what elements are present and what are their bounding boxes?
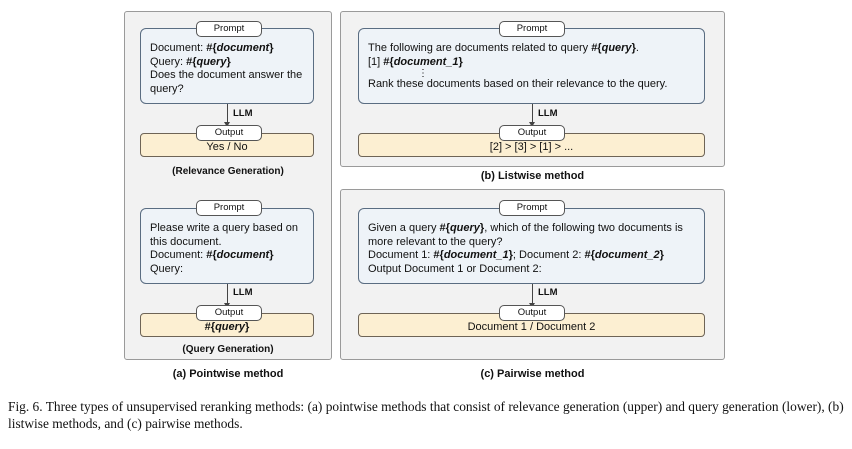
listwise-prompt-box: The following are documents related to q… [358, 28, 705, 104]
prompt-line: Output Document 1 or Document 2: [368, 263, 696, 277]
prompt-line: Query: [150, 263, 305, 277]
prompt-segment: #{ [383, 55, 394, 68]
prompt-segment: Does the document answer the [150, 69, 303, 81]
prompt-segment: #{ [433, 249, 444, 261]
prompt-segment: query [601, 42, 632, 54]
prompt-segment: query [449, 222, 480, 234]
prompt-segment: #{ [206, 42, 217, 54]
llm-label: LLM [538, 108, 558, 119]
prompt-segment: #{ [206, 249, 217, 261]
prompt-tag: Prompt [196, 200, 262, 216]
prompt-segment: Rank these documents based on their rele… [368, 78, 668, 90]
prompt-line: Document: #{document} [150, 249, 305, 263]
llm-label: LLM [233, 108, 253, 119]
prompt-segment: } [269, 42, 274, 54]
prompt-segment: Output Document 1 or Document 2: [368, 262, 542, 275]
relevance-generation-label: (Relevance Generation) [172, 166, 284, 177]
prompt-segment: [1] [368, 55, 384, 68]
prompt-segment: } [269, 249, 274, 261]
prompt-line: Query: #{query} [150, 56, 305, 70]
prompt-line: Please write a query based on [150, 222, 305, 236]
llm-arrow [224, 284, 230, 308]
prompt-line: this document. [150, 236, 305, 250]
output-tag: Output [499, 125, 565, 141]
prompt-segment: #{ [584, 249, 595, 261]
prompt-line: [1] #{document_1} [368, 56, 696, 70]
prompt-text: The following are documents related to q… [368, 42, 696, 92]
figure-caption: Fig. 6. Three types of unsupervised rera… [8, 399, 844, 431]
prompt-segment: Given a query [368, 222, 440, 234]
prompt-segment: ; Document 2: [512, 249, 585, 261]
prompt-segment: query [196, 55, 227, 68]
prompt-line: Does the document answer the [150, 69, 305, 83]
prompt-segment: } [458, 55, 463, 68]
prompt-segment: document [216, 42, 270, 54]
llm-arrow [529, 104, 535, 127]
prompt-segment: . [635, 42, 639, 54]
output-prefix: #{ [204, 321, 216, 333]
prompt-segment: Query: [150, 262, 184, 275]
prompt-segment: The following are documents related to q… [368, 42, 592, 54]
prompt-line: Document 1: #{document_1}; Document 2: #… [368, 249, 696, 263]
query-generation-label: (Query Generation) [182, 344, 274, 355]
pairwise-output-box: Document 1 / Document 2 [358, 313, 705, 337]
prompt-line: The following are documents related to q… [368, 42, 696, 56]
prompt-segment: } [226, 55, 231, 68]
output-tag: Output [196, 125, 262, 141]
output-suffix: } [245, 321, 250, 333]
prompt-segment: document_1 [393, 55, 459, 68]
prompt-segment: , which of the following two documents i… [484, 222, 683, 234]
prompt-segment: } [631, 42, 636, 54]
prompt-line: Given a query #{query}, which of the fol… [368, 222, 696, 236]
prompt-tag: Prompt [499, 200, 565, 216]
pairwise-title: (c) Pairwise method [480, 368, 585, 380]
prompt-segment: more relevant to the query? [368, 235, 503, 248]
prompt-segment: } [659, 249, 664, 261]
prompt-tag: Prompt [499, 21, 565, 37]
output-tag: Output [499, 305, 565, 321]
prompt-segment: Please write a query based on [150, 222, 298, 234]
prompt-segment: Document: [150, 249, 207, 261]
prompt-line: Document: #{document} [150, 42, 305, 56]
prompt-line: ⋮ [368, 68, 696, 79]
prompt-line: Rank these documents based on their rele… [368, 78, 696, 92]
prompt-segment: document [216, 249, 270, 261]
llm-label: LLM [538, 287, 558, 298]
llm-arrow [529, 284, 535, 308]
prompt-segment: this document. [150, 235, 222, 248]
prompt-line: more relevant to the query? [368, 236, 696, 250]
prompt-segment: #{ [591, 42, 602, 54]
prompt-segment: #{ [439, 222, 450, 234]
relevance-prompt-box: Document: #{document}Query: #{query}Does… [140, 28, 314, 104]
pairwise-prompt-box: Given a query #{query}, which of the fol… [358, 208, 705, 284]
prompt-segment: query? [150, 82, 184, 95]
prompt-segment: ⋮ [418, 68, 428, 79]
prompt-segment: Query: [150, 55, 187, 68]
pointwise-title: (a) Pointwise method [172, 368, 284, 380]
listwise-title: (b) Listwise method [480, 170, 585, 182]
prompt-segment: #{ [186, 55, 197, 68]
llm-label: LLM [233, 287, 253, 298]
prompt-text: Document: #{document}Query: #{query}Does… [150, 42, 305, 96]
prompt-segment: Document: [150, 42, 207, 54]
prompt-text: Given a query #{query}, which of the fol… [368, 222, 696, 276]
output-variable: query [215, 321, 246, 333]
prompt-tag: Prompt [196, 21, 262, 37]
llm-arrow [224, 104, 230, 127]
prompt-segment: } [479, 222, 485, 234]
prompt-segment: Document 1: [368, 249, 434, 261]
prompt-segment: document_2 [594, 249, 660, 261]
prompt-segment: } [508, 249, 513, 261]
output-tag: Output [196, 305, 262, 321]
prompt-line: query? [150, 83, 305, 97]
prompt-segment: document_1 [443, 249, 509, 261]
